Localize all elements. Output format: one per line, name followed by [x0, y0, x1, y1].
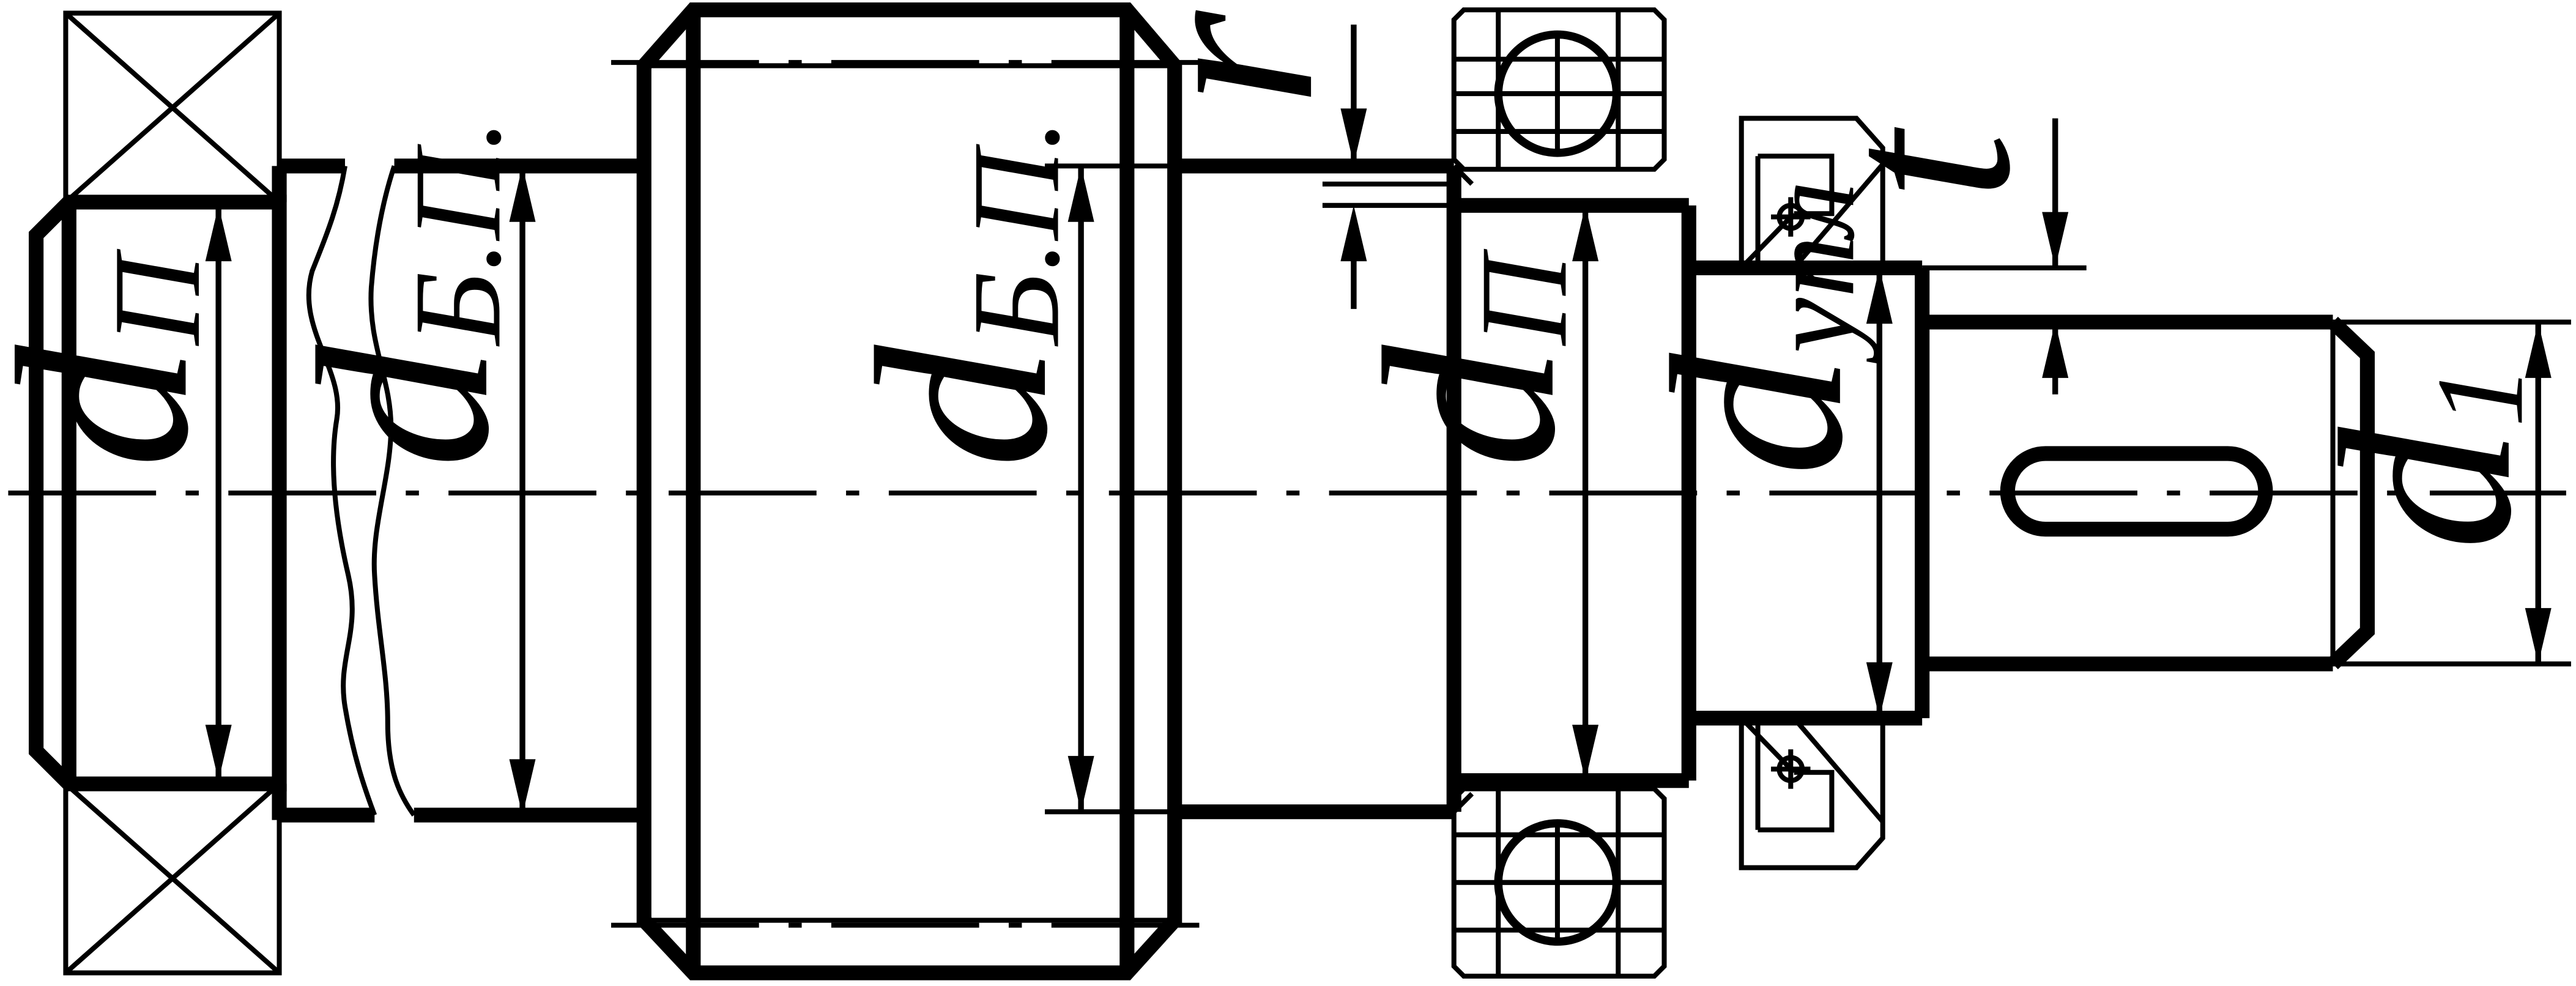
dim-d-output: [2333, 319, 2571, 667]
dim-step-height: [1922, 118, 2087, 395]
keyway-slot: [2000, 446, 2273, 537]
right-journal-outline: [1453, 198, 1696, 788]
dim-d-bearing-left: [205, 205, 232, 781]
dim-d-bearing-right: [1572, 205, 1599, 781]
dim-d-shoulder-right: [1045, 163, 1175, 815]
dim-fillet-radius: [1322, 24, 1454, 310]
output-shaft-end-outline: [1922, 314, 2375, 672]
dim-d-seal: [1866, 267, 1893, 719]
left-shoulder-outline: [272, 158, 644, 823]
dim-d-shoulder-left: [509, 166, 536, 815]
right-shoulder-outline: [1175, 158, 1474, 820]
label-step-height: t: [1789, 124, 2062, 201]
break-lines: [306, 165, 417, 817]
label-d-bearing-right: dП: [1334, 248, 1606, 469]
label-d-shoulder-right: dБ.П.: [826, 119, 1099, 468]
right-bearing-symbol: [1451, 7, 1667, 979]
label-fillet-radius: r: [1092, 7, 1365, 107]
label-d-shoulder-left: dБ.П.: [267, 119, 540, 468]
label-d-bearing-left: dП: [0, 248, 239, 469]
label-d-seal: dупл: [1621, 181, 1894, 476]
seal-symbol: [1739, 116, 1885, 870]
label-d-output: d1: [2290, 365, 2563, 550]
